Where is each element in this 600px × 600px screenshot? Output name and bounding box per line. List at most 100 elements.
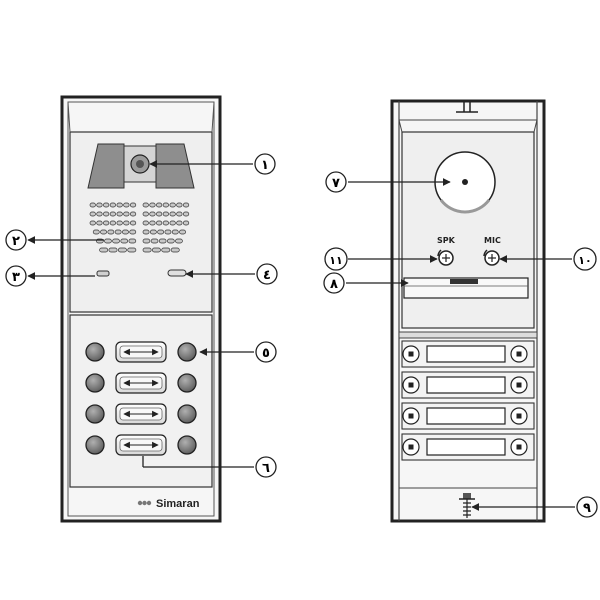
button-back-center bbox=[408, 351, 414, 357]
grille-hole bbox=[103, 220, 110, 226]
callout-label: ١٠ bbox=[578, 254, 591, 267]
call-button[interactable] bbox=[177, 435, 197, 455]
back-name-slots bbox=[401, 340, 535, 461]
grille-hole bbox=[117, 247, 127, 253]
grille-hole bbox=[123, 202, 130, 208]
grille-hole bbox=[109, 220, 116, 226]
grille-hole bbox=[129, 220, 137, 226]
grille-hole bbox=[162, 202, 169, 208]
grille-hole bbox=[89, 211, 96, 217]
grille-hole bbox=[123, 220, 130, 226]
grille-hole bbox=[107, 229, 115, 235]
grille-hole bbox=[156, 211, 163, 217]
callout-badge: ٧ bbox=[325, 171, 347, 193]
logo-dot-icon bbox=[137, 500, 143, 506]
callout-badge: ٤ bbox=[256, 263, 278, 285]
screw-thread-icon bbox=[463, 499, 471, 518]
grille-hole bbox=[167, 238, 175, 244]
speaker-grille bbox=[89, 202, 190, 253]
grille-hole bbox=[96, 220, 103, 226]
grille-hole bbox=[149, 202, 156, 208]
call-button[interactable] bbox=[85, 373, 105, 393]
grille-hole bbox=[104, 238, 112, 244]
call-button[interactable] bbox=[177, 342, 197, 362]
grille-hole bbox=[108, 247, 118, 253]
callout-label: ٢ bbox=[12, 234, 20, 249]
callout-badge: ٦ bbox=[255, 456, 277, 478]
grille-hole bbox=[175, 238, 183, 244]
grille-hole bbox=[89, 220, 96, 226]
grille-hole bbox=[109, 211, 116, 217]
grille-hole bbox=[129, 202, 137, 208]
grille-hole bbox=[169, 211, 176, 217]
grille-hole bbox=[116, 220, 123, 226]
spk-potentiometer[interactable] bbox=[437, 249, 454, 266]
button-back-center bbox=[408, 413, 414, 419]
grille-hole bbox=[116, 202, 123, 208]
camera-back-shade bbox=[439, 199, 491, 214]
mic-potentiometer[interactable] bbox=[483, 249, 500, 266]
callout-badge: ٢ bbox=[5, 229, 27, 251]
back-bevel-line bbox=[533, 119, 538, 133]
top-hook bbox=[456, 101, 478, 113]
grille-hole bbox=[182, 202, 190, 208]
callout-badge: ٥ bbox=[255, 341, 277, 363]
grille-hole bbox=[142, 202, 149, 208]
camera-visor-left bbox=[87, 143, 125, 189]
callout-label: ٩ bbox=[583, 501, 591, 516]
grille-hole bbox=[179, 229, 186, 235]
grille-hole bbox=[171, 229, 179, 235]
bottom-screw bbox=[399, 487, 537, 518]
spk-label: SPK bbox=[437, 236, 456, 245]
brand-logo: Simaran bbox=[137, 498, 200, 510]
grille-hole bbox=[129, 229, 137, 235]
callout-label: ٥ bbox=[262, 346, 270, 361]
callout-label: ٣ bbox=[12, 270, 20, 285]
call-button[interactable] bbox=[177, 404, 197, 424]
grille-hole bbox=[129, 211, 137, 217]
grille-hole bbox=[120, 238, 129, 244]
screw-head-icon bbox=[463, 493, 471, 499]
camera-back-center bbox=[462, 179, 468, 185]
call-button[interactable] bbox=[85, 404, 105, 424]
button-back-center bbox=[516, 382, 522, 388]
grille-hole bbox=[96, 202, 103, 208]
button-back-center bbox=[516, 351, 522, 357]
grille-hole bbox=[162, 211, 169, 217]
mic-label: MIC bbox=[484, 236, 501, 245]
front-button-grid bbox=[85, 341, 197, 456]
grille-hole bbox=[157, 229, 165, 235]
grille-hole bbox=[122, 229, 129, 235]
grille-hole bbox=[142, 229, 150, 235]
button-back-center bbox=[408, 382, 414, 388]
back-divider bbox=[398, 331, 538, 339]
call-button[interactable] bbox=[85, 435, 105, 455]
callout-label: ٨ bbox=[330, 277, 338, 292]
grille-hole bbox=[176, 211, 183, 217]
call-button[interactable] bbox=[85, 342, 105, 362]
grille-hole bbox=[116, 211, 123, 217]
grille-hole bbox=[99, 247, 109, 253]
grille-hole bbox=[100, 229, 107, 235]
front-lower-section bbox=[69, 314, 213, 488]
grille-hole bbox=[156, 202, 163, 208]
grille-hole bbox=[128, 238, 137, 244]
connector-pins bbox=[450, 279, 478, 284]
microphone-slot bbox=[96, 270, 110, 277]
grille-hole bbox=[109, 202, 116, 208]
call-button[interactable] bbox=[177, 373, 197, 393]
callout-label: ٦ bbox=[262, 461, 270, 476]
back-name-window bbox=[426, 407, 506, 425]
connector-housing bbox=[403, 277, 529, 299]
back-panel: SPK MIC bbox=[390, 99, 546, 523]
callout-badge: ٩ bbox=[576, 496, 598, 518]
grille-hole bbox=[142, 238, 151, 244]
mic-adjust-arrow bbox=[483, 249, 488, 257]
grille-hole bbox=[92, 229, 100, 235]
button-back-center bbox=[408, 444, 414, 450]
grille-hole bbox=[142, 211, 149, 217]
grille-hole bbox=[150, 238, 159, 244]
front-bevel-line bbox=[211, 101, 215, 133]
camera-module bbox=[87, 143, 195, 189]
